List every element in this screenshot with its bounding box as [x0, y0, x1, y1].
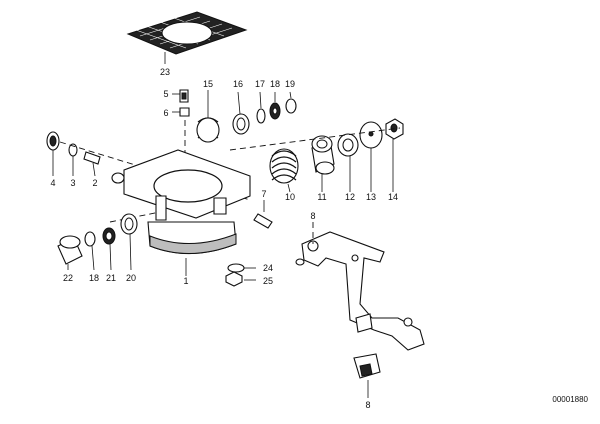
callout-17: 17 [255, 79, 265, 89]
throttle-housing-part [111, 149, 251, 276]
callout-22: 22 [63, 273, 73, 283]
sleeve-part-11 [311, 135, 335, 192]
washer-nut-24-25 [225, 263, 256, 287]
reference-code: 00001880 [552, 395, 588, 404]
clip-part [353, 353, 381, 398]
gasket-part [126, 11, 248, 64]
callout-12: 12 [345, 192, 355, 202]
callout-18-top: 18 [270, 79, 280, 89]
callout-6: 6 [163, 108, 168, 118]
callout-8-bracket: 8 [310, 211, 315, 221]
callout-25: 25 [263, 276, 273, 286]
callout-19: 19 [285, 79, 295, 89]
callout-15: 15 [203, 79, 213, 89]
nut-part-14 [385, 118, 404, 192]
lower-left-parts [57, 213, 138, 271]
callout-3: 3 [70, 178, 75, 188]
spring-part-15 [196, 90, 220, 143]
callout-labels: 23 5 6 15 16 17 18 19 4 3 2 7 10 11 12 1… [50, 67, 398, 410]
callout-24: 24 [263, 263, 273, 273]
callout-21: 21 [106, 273, 116, 283]
small-screw-parts [172, 89, 190, 117]
callout-14: 14 [388, 192, 398, 202]
callout-18-bottom: 18 [89, 273, 99, 283]
callout-2: 2 [92, 178, 97, 188]
spring-part-10 [269, 148, 299, 193]
bushing-parts-16-19 [232, 91, 297, 135]
bracket-part [295, 222, 425, 351]
callout-13: 13 [366, 192, 376, 202]
callout-5: 5 [163, 89, 168, 99]
callout-4: 4 [50, 178, 55, 188]
callout-1: 1 [183, 276, 188, 286]
washer-part-13 [359, 121, 383, 192]
callout-8-clip: 8 [365, 400, 370, 410]
pin-part-7 [253, 200, 273, 229]
callout-16: 16 [233, 79, 243, 89]
callout-10: 10 [285, 192, 295, 202]
callout-11: 11 [317, 192, 326, 202]
callout-20: 20 [126, 273, 136, 283]
ring-part-12 [337, 133, 359, 192]
callout-7: 7 [261, 189, 266, 199]
left-fastener-parts [46, 131, 101, 177]
callout-23: 23 [160, 67, 170, 77]
